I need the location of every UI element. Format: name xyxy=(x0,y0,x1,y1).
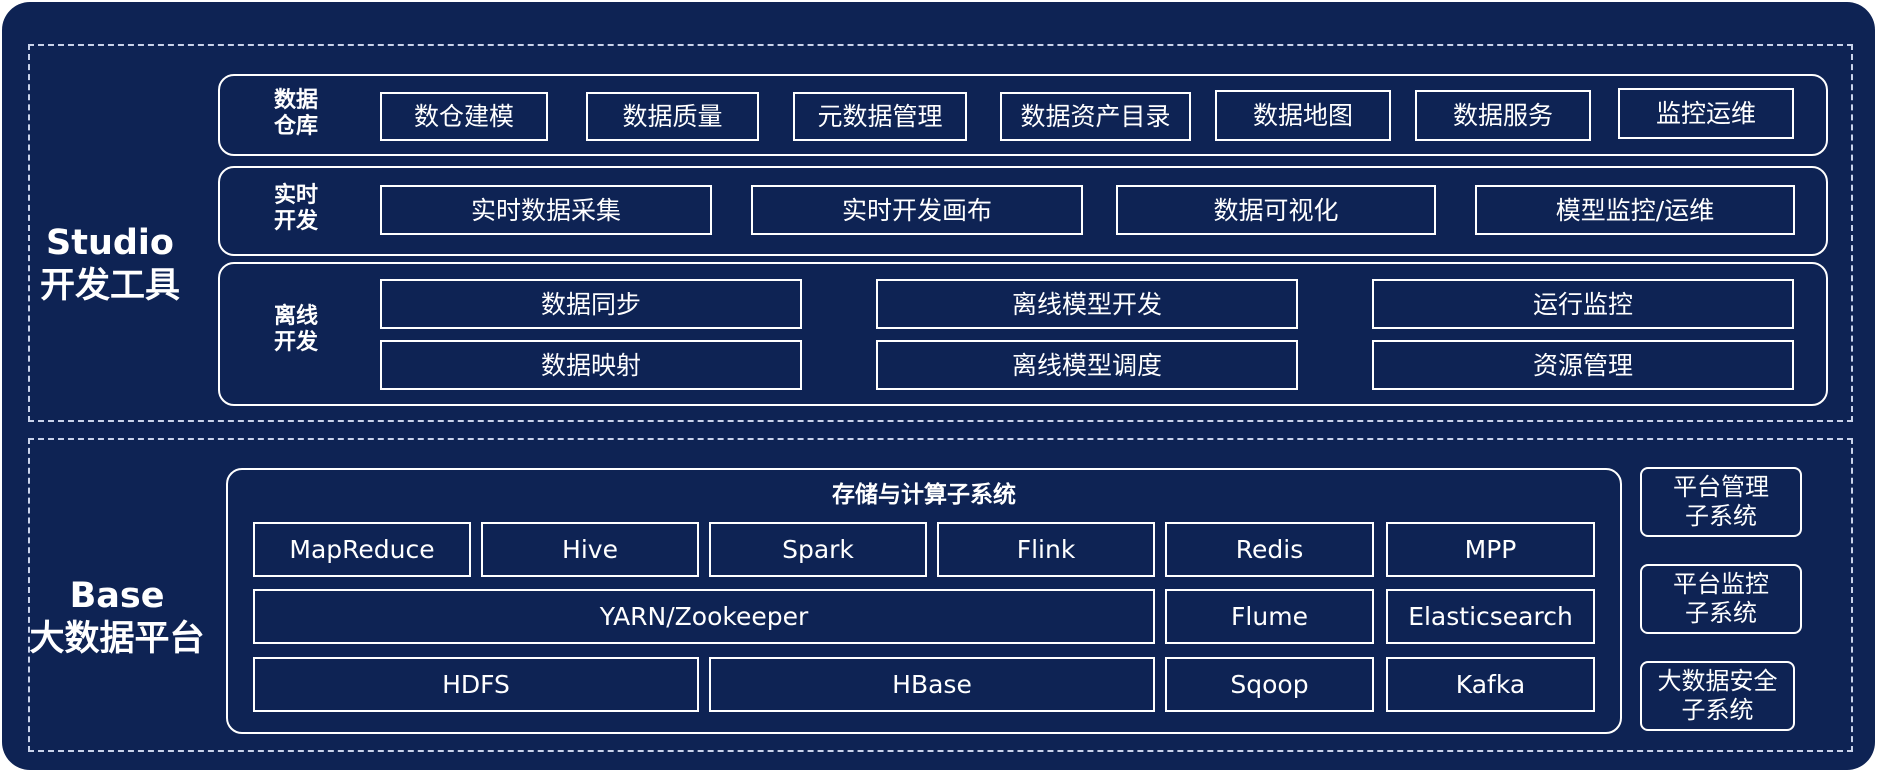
offline-dev-panel xyxy=(218,262,1828,406)
rt-item-canvas[interactable]: 实时开发画布 xyxy=(751,185,1083,235)
base-title-line2: 大数据平台 xyxy=(29,618,205,659)
realtime-dev-label: 实时 开发 xyxy=(242,183,350,236)
off-item-resource[interactable]: 资源管理 xyxy=(1372,340,1794,390)
dw-item-monitor-ops[interactable]: 监控运维 xyxy=(1618,88,1794,139)
rt-item-visualization[interactable]: 数据可视化 xyxy=(1116,185,1436,235)
spark-box[interactable]: Spark xyxy=(709,522,927,577)
realtime-dev-panel xyxy=(218,166,1828,256)
dw-item-modeling[interactable]: 数仓建模 xyxy=(380,92,548,141)
platform-management-subsystem[interactable]: 平台管理 子系统 xyxy=(1640,467,1802,537)
studio-title-line2: 开发工具 xyxy=(39,265,180,306)
bigdata-security-line1: 大数据安全 xyxy=(1657,667,1778,696)
data-warehouse-label: 数据 仓库 xyxy=(242,88,350,141)
hbase-box[interactable]: HBase xyxy=(709,657,1155,712)
flink-box[interactable]: Flink xyxy=(937,522,1155,577)
elasticsearch-box[interactable]: Elasticsearch xyxy=(1386,589,1595,644)
mpp-box[interactable]: MPP xyxy=(1386,522,1595,577)
platform-management-line1: 平台管理 xyxy=(1673,473,1769,502)
bigdata-security-line2: 子系统 xyxy=(1681,696,1754,724)
off-item-sync[interactable]: 数据同步 xyxy=(380,279,802,329)
yarn-zookeeper-box[interactable]: YARN/Zookeeper xyxy=(253,589,1155,644)
storage-compute-title: 存储与计算子系统 xyxy=(832,482,1016,508)
dw-item-data-service[interactable]: 数据服务 xyxy=(1415,90,1591,141)
bigdata-security-subsystem[interactable]: 大数据安全 子系统 xyxy=(1640,661,1795,731)
offline-dev-label: 离线 开发 xyxy=(242,304,350,357)
studio-title-line1: Studio xyxy=(46,223,174,263)
platform-management-line2: 子系统 xyxy=(1685,502,1757,530)
platform-monitoring-subsystem[interactable]: 平台监控 子系统 xyxy=(1640,564,1802,634)
redis-box[interactable]: Redis xyxy=(1165,522,1374,577)
base-title: Base 大数据平台 xyxy=(28,575,206,660)
storage-compute-panel xyxy=(226,468,1622,734)
realtime-dev-label-line2: 开发 xyxy=(273,209,318,235)
data-warehouse-label-line2: 仓库 xyxy=(273,114,318,140)
sqoop-box[interactable]: Sqoop xyxy=(1165,657,1374,712)
off-item-model-schedule[interactable]: 离线模型调度 xyxy=(876,340,1298,390)
off-item-model-dev[interactable]: 离线模型开发 xyxy=(876,279,1298,329)
realtime-dev-label-line1: 实时 xyxy=(273,183,318,208)
hdfs-box[interactable]: HDFS xyxy=(253,657,699,712)
platform-monitoring-line2: 子系统 xyxy=(1685,599,1757,627)
off-item-run-monitor[interactable]: 运行监控 xyxy=(1372,279,1794,329)
base-section xyxy=(28,438,1853,752)
platform-monitoring-line1: 平台监控 xyxy=(1673,570,1769,599)
off-item-mapping[interactable]: 数据映射 xyxy=(380,340,802,390)
kafka-box[interactable]: Kafka xyxy=(1386,657,1595,712)
rt-item-collection[interactable]: 实时数据采集 xyxy=(380,185,712,235)
dw-item-data-map[interactable]: 数据地图 xyxy=(1215,90,1391,141)
dw-item-metadata[interactable]: 元数据管理 xyxy=(793,92,967,141)
dw-item-asset-catalog[interactable]: 数据资产目录 xyxy=(1000,92,1191,141)
studio-section xyxy=(28,44,1853,422)
flume-box[interactable]: Flume xyxy=(1165,589,1374,644)
offline-dev-label-line2: 开发 xyxy=(273,330,318,356)
data-warehouse-label-line1: 数据 xyxy=(273,88,318,113)
base-title-line1: Base xyxy=(69,576,165,616)
studio-title: Studio 开发工具 xyxy=(34,222,186,307)
offline-dev-label-line1: 离线 xyxy=(273,304,318,329)
data-warehouse-panel xyxy=(218,74,1828,156)
hive-box[interactable]: Hive xyxy=(481,522,699,577)
mapreduce-box[interactable]: MapReduce xyxy=(253,522,471,577)
dw-item-quality[interactable]: 数据质量 xyxy=(586,92,759,141)
rt-item-model-monitor[interactable]: 模型监控/运维 xyxy=(1475,185,1795,235)
